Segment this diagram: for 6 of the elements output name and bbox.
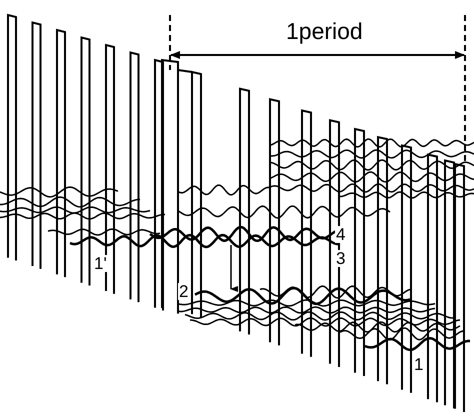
curve-label: 3: [335, 250, 346, 267]
curve-label: 2: [178, 283, 190, 300]
curve-label: 4: [335, 226, 346, 243]
curve-label: 1': [93, 255, 108, 272]
curve-label: 1: [413, 356, 424, 373]
period-label: 1period: [285, 20, 364, 43]
